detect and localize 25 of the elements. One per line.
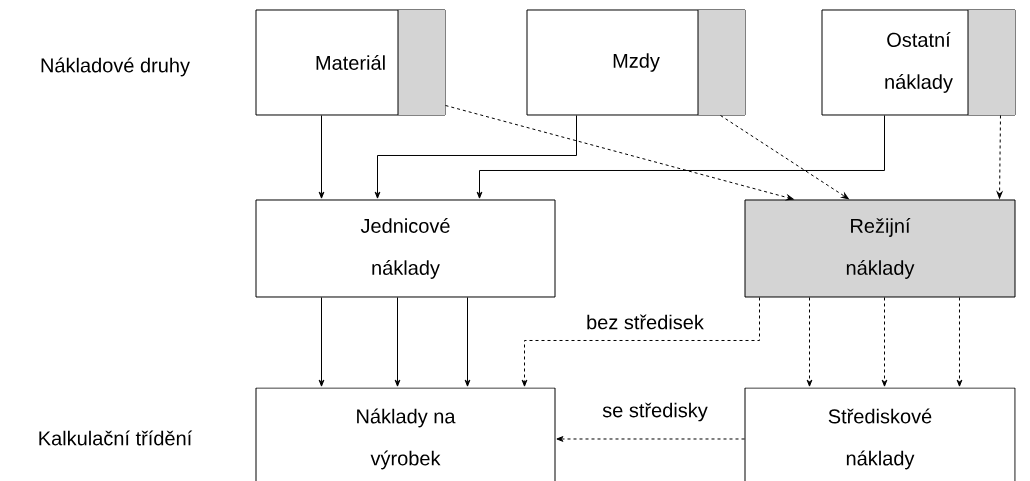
arrow (521, 297, 760, 387)
arrow (476, 115, 885, 199)
arrow (720, 115, 849, 200)
arrow (464, 297, 471, 387)
cost-box: Režijní náklady (744, 199, 1016, 298)
cost-box: Ostatní náklady (821, 9, 1016, 116)
arrow (956, 297, 963, 387)
row-label: Nákladové druhy (41, 57, 190, 77)
cost-box: Střediskové náklady (744, 387, 1016, 481)
arrow (806, 297, 813, 387)
edge-label: bez středisek (584, 312, 706, 332)
cost-box: Mzdy (526, 9, 746, 116)
arrow (996, 115, 1003, 199)
arrow (445, 105, 794, 201)
arrow (556, 436, 745, 442)
arrow (394, 297, 401, 387)
arrow (318, 115, 325, 199)
arrow (318, 297, 325, 387)
row-label: Kalkulační třídění (39, 430, 193, 446)
cost-box: Materiál (255, 9, 446, 116)
arrow (374, 115, 577, 199)
edge-label: se středisky (600, 400, 710, 424)
cost-box: Jednicové náklady (255, 199, 556, 298)
arrow (881, 297, 888, 387)
cost-box: Náklady na výrobek (255, 387, 556, 481)
